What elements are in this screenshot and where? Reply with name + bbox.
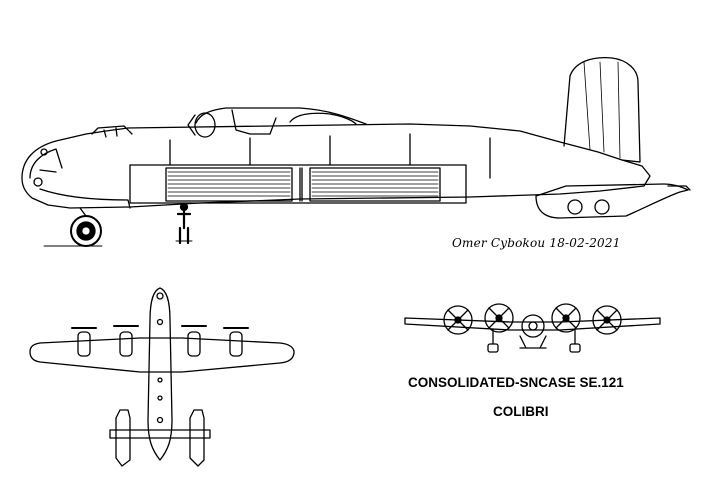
- front-fuselage: [522, 315, 544, 337]
- front-propellers: [444, 304, 621, 334]
- side-tail-pod: [536, 184, 688, 218]
- side-view: [22, 58, 690, 246]
- side-fuselage: [22, 124, 650, 208]
- side-cargo-door-rear: [310, 168, 440, 201]
- top-tailplane: [110, 430, 210, 438]
- front-wing: [405, 318, 660, 330]
- top-fuselage: [148, 288, 172, 460]
- top-view: [30, 288, 294, 466]
- side-nose-glazing: [30, 149, 62, 178]
- top-engines: [72, 326, 248, 356]
- side-tail-fin: [564, 58, 640, 162]
- side-engine-nacelle: [196, 108, 366, 124]
- side-cargo-hold: [130, 165, 466, 203]
- side-figure: [176, 204, 192, 244]
- side-door-ribs: [168, 172, 438, 196]
- side-cockpit: [92, 126, 132, 134]
- drawing-subtitle: COLIBRI: [493, 404, 549, 419]
- top-wing: [30, 338, 294, 372]
- side-cargo-door-front: [166, 168, 292, 201]
- artist-signature: Omer Cybokou 18-02-2021: [452, 236, 621, 250]
- side-dorsal-canopy: [290, 113, 356, 124]
- drawing-title: CONSOLIDATED-SNCASE SE.121: [408, 375, 624, 390]
- front-view: [405, 304, 660, 352]
